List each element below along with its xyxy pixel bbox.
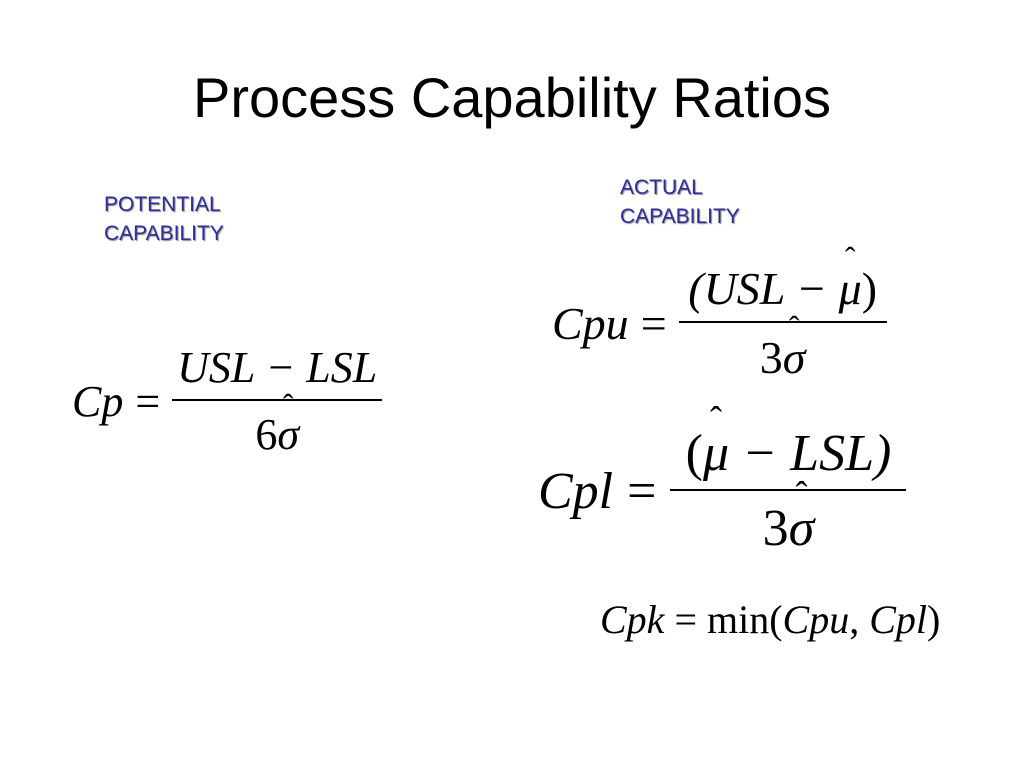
cpl-den-coef: 3 xyxy=(762,500,789,557)
potential-capability-label: POTENTIAL CAPABILITY xyxy=(104,190,224,248)
cpk-lhs: Cpk xyxy=(600,597,665,642)
cpu-mu-hat-mark: ˆ xyxy=(844,240,856,276)
cpl-equals: = xyxy=(627,462,657,520)
potential-capability-label-text: POTENTIAL CAPABILITY xyxy=(104,193,224,245)
cpk-equation: Cpk = min(Cpu, Cpl) xyxy=(600,596,940,643)
cpu-lhs: Cpu xyxy=(552,297,629,349)
cpl-lhs: Cpl xyxy=(538,462,614,520)
cpl-sigma-hat-mark: ˆ xyxy=(795,474,808,514)
cp-hat-mark: ˆ xyxy=(282,387,294,423)
cpk-separator: , xyxy=(849,597,870,642)
slide-title: Process Capability Ratios xyxy=(192,66,832,129)
cpk-close-paren: ) xyxy=(927,597,941,642)
cpk-arg-cpu: Cpu xyxy=(782,597,850,642)
cp-sigma: σ xyxy=(277,410,300,459)
cp-den-coef: 6 xyxy=(255,410,278,459)
cpl-mu-hat-mark: ˆ xyxy=(710,399,722,439)
cpk-equals: = xyxy=(664,597,707,642)
actual-capability-label: ACTUAL CAPABILITY xyxy=(620,173,740,231)
cp-equals: = xyxy=(135,376,161,426)
cpl-sigma: σ xyxy=(788,500,815,557)
cpk-min-func: min( xyxy=(707,597,783,642)
cpl-num-open: ( xyxy=(685,425,703,482)
cpu-equals: = xyxy=(640,297,667,349)
cpu-sigma-hat-mark: ˆ xyxy=(788,309,800,345)
cpk-arg-cpl: Cpl xyxy=(869,597,928,642)
cp-numerator: USL − LSL xyxy=(177,343,378,392)
cp-lhs: Cp xyxy=(72,376,124,426)
cpl-fraction-bar xyxy=(670,489,907,491)
cpu-sigma: σ xyxy=(782,332,806,383)
cpl-num-close: − LSL) xyxy=(729,425,892,482)
cp-fraction-bar xyxy=(172,399,383,401)
cpu-num-close: ) xyxy=(861,263,878,314)
cpu-fraction-bar xyxy=(678,321,887,323)
cpu-num-open: (USL − xyxy=(688,263,839,314)
cpu-mu: μ xyxy=(838,263,862,314)
actual-capability-label-text: ACTUAL CAPABILITY xyxy=(620,176,740,228)
cpl-mu: μ xyxy=(702,425,730,482)
cpu-den-coef: 3 xyxy=(759,332,783,383)
